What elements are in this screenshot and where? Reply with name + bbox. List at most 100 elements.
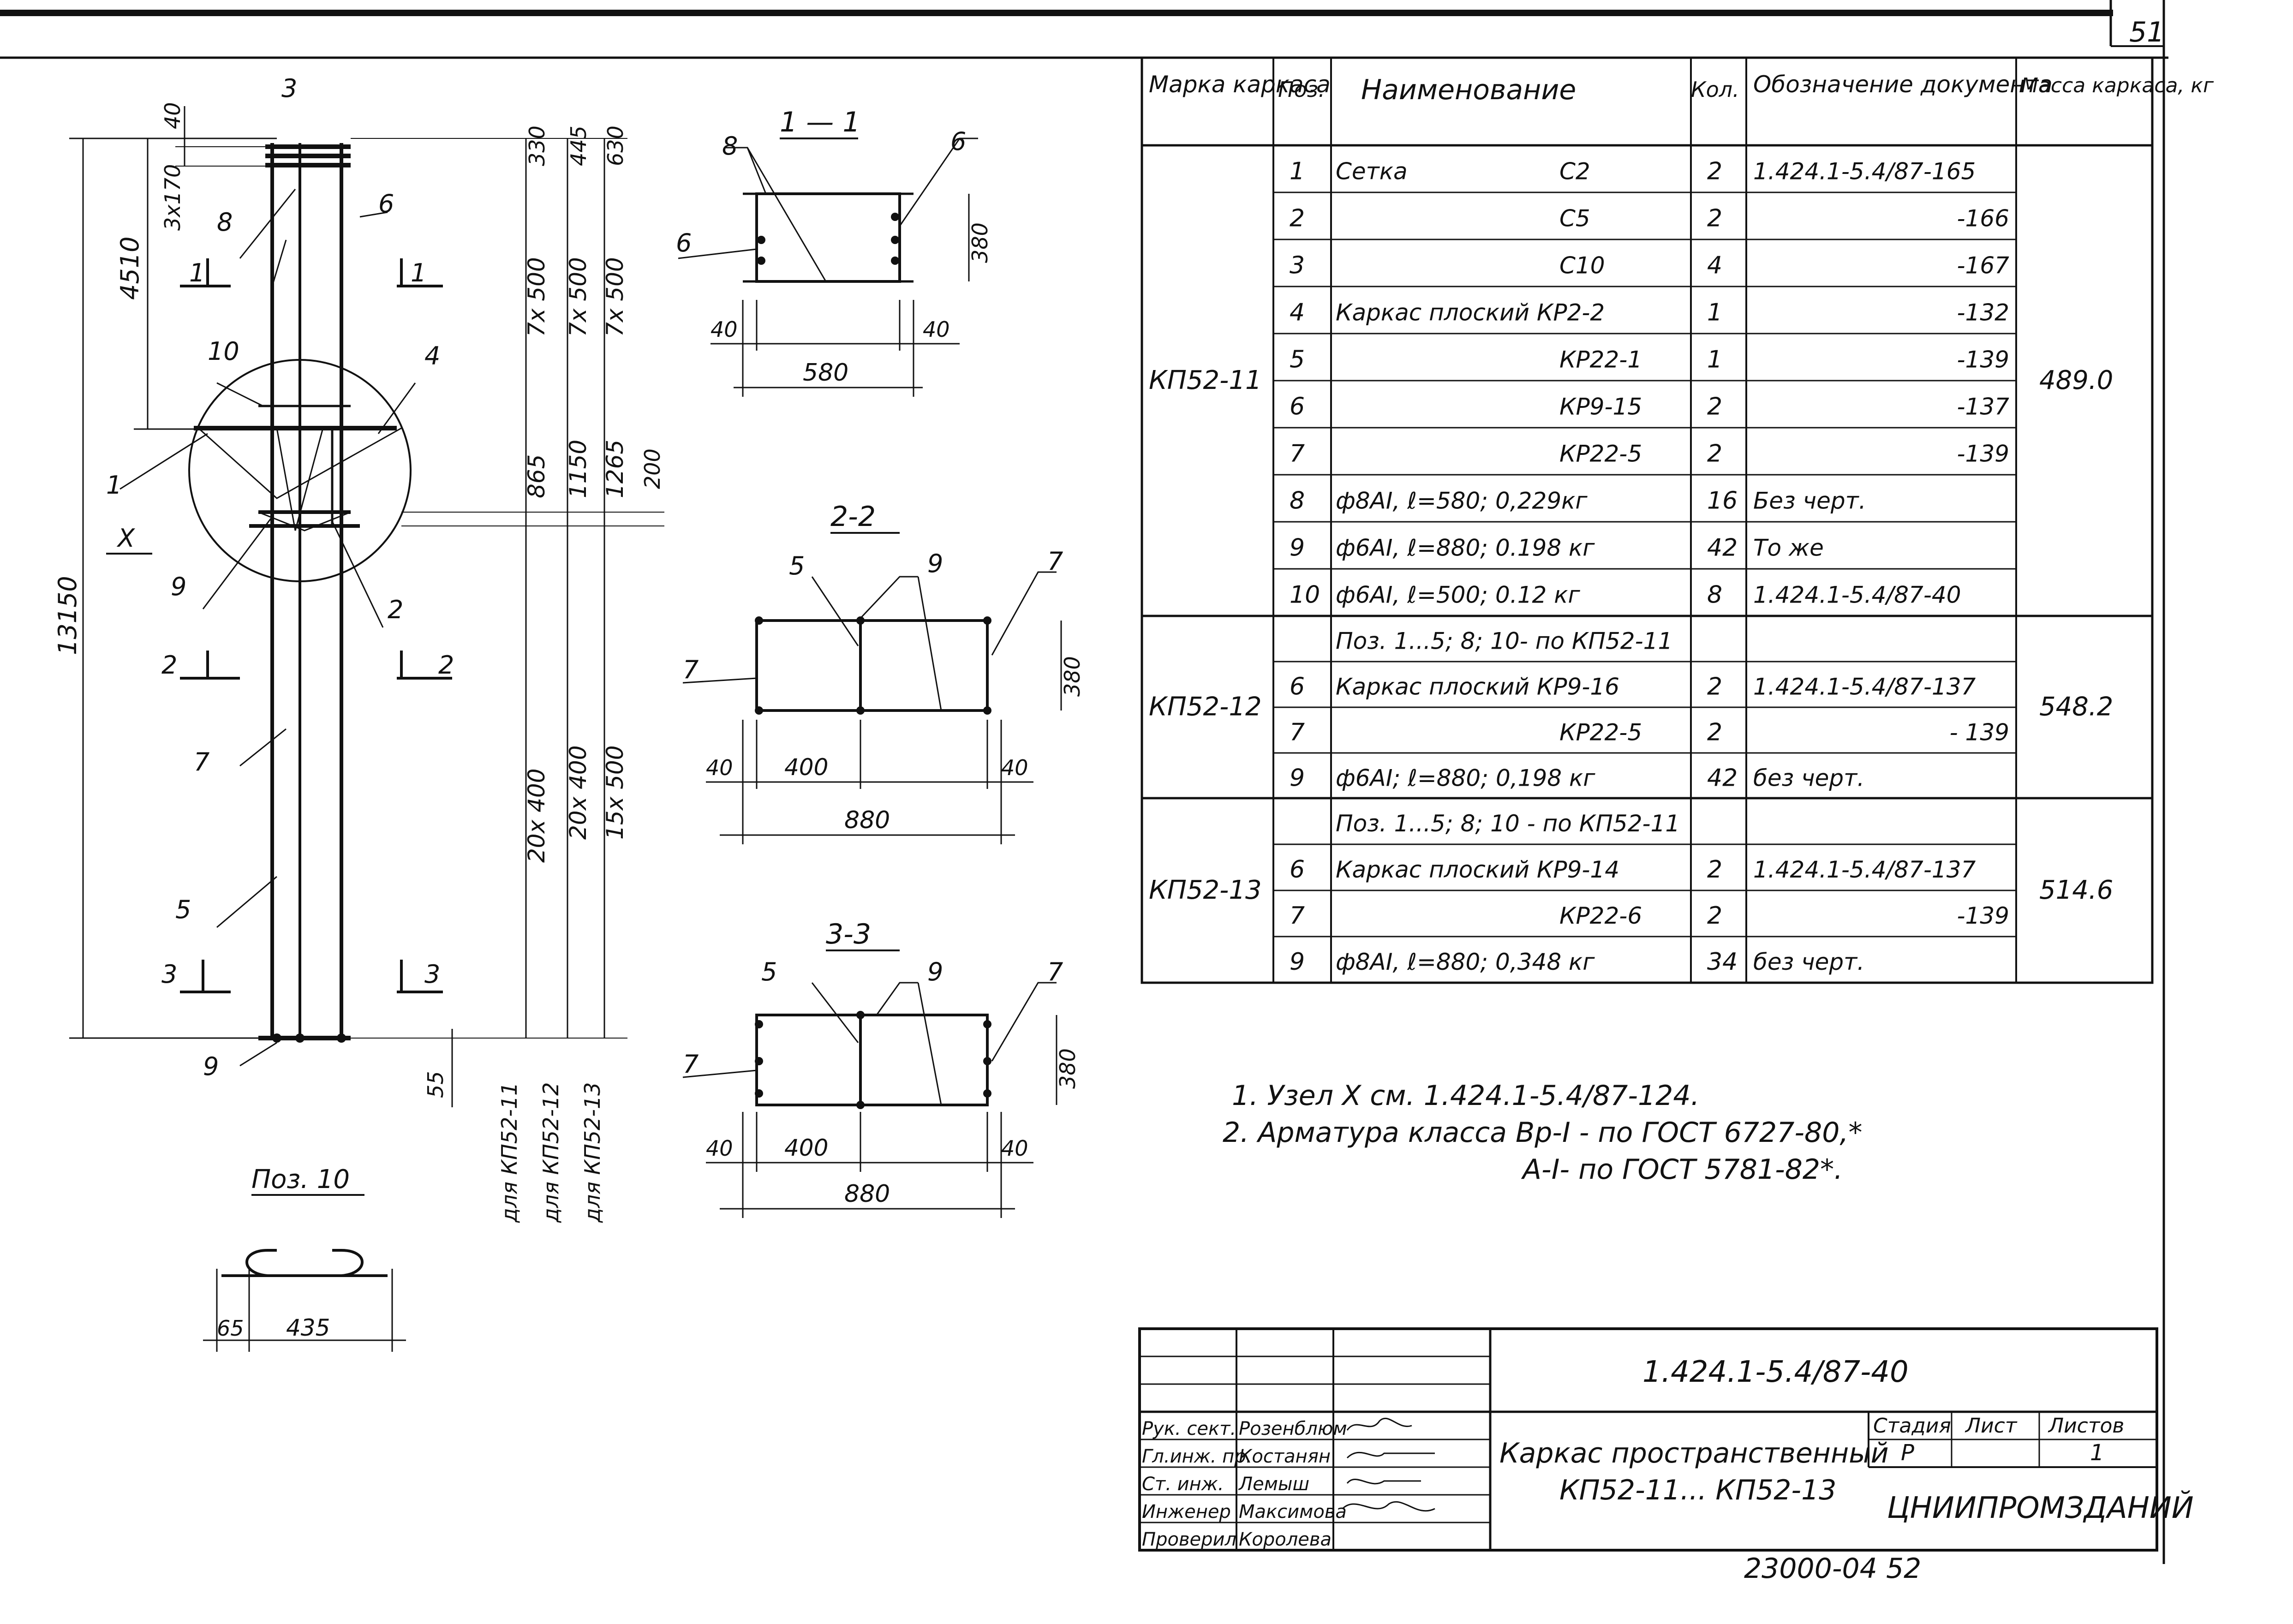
- row-doc: -139: [1957, 902, 2009, 929]
- signature-2: [1346, 1451, 1435, 1459]
- group-mark: КП52-13: [1149, 875, 1262, 905]
- row-doc: 1.424.1-5.4/87-165: [1753, 158, 1976, 185]
- sheets-label: Листов: [2048, 1414, 2124, 1438]
- group-mass: 489.0: [2039, 365, 2113, 395]
- row-name: Поз. 1...5; 8; 10- по КП52-11: [1336, 627, 1672, 654]
- row-name-mark: КР9-15: [1559, 393, 1642, 420]
- note-2b: А-I- по ГОСТ 5781-82*.: [1521, 1153, 1843, 1186]
- section-2-2: 2-2 5 9 7 7 40 400 40 880 380: [682, 501, 1085, 844]
- header-mark: Марка каркаса: [1149, 71, 1331, 98]
- section-2-pos-5: 5: [789, 551, 805, 580]
- pos-label-4: 4: [424, 341, 440, 370]
- column-elevation: 13150 4510 3х170 40 330 7х 500 865 20х 4…: [53, 74, 665, 1223]
- row-doc: -137: [1957, 393, 2010, 420]
- pos-label-9a: 9: [171, 572, 186, 601]
- pos-label-8: 8: [217, 208, 233, 237]
- person-role-1: Рук. сект.: [1142, 1418, 1236, 1439]
- dim-total-height: 13150: [53, 576, 82, 655]
- section-1-dim-380: 380: [967, 222, 992, 263]
- signature-1: [1346, 1417, 1412, 1431]
- poz10-dim-435: 435: [286, 1314, 330, 1341]
- row-qty: 1: [1707, 299, 1722, 326]
- section-3-3: 3-3 5 9 7 7 40 400 40 880 380: [682, 918, 1080, 1218]
- notes: 1. Узел X см. 1.424.1-5.4/87-124. 2. Арм…: [1223, 1080, 1862, 1186]
- section-1-pos-6a: 6: [950, 127, 966, 156]
- row-name: Поз. 1...5; 8; 10 - по КП52-11: [1336, 810, 1680, 837]
- section-3-pos-7a: 7: [1047, 957, 1063, 986]
- row-name: ф8АI, ℓ=880; 0,348 кг: [1336, 949, 1595, 975]
- pos-label-1c: 1: [106, 471, 122, 500]
- dim-200: 200: [640, 448, 665, 489]
- person-role-5: Проверил: [1142, 1529, 1236, 1550]
- row-name: Каркас плоский КР2-2: [1336, 299, 1605, 326]
- section-1-title: 1 — 1: [780, 106, 860, 138]
- row-pos: 7: [1290, 902, 1305, 930]
- group-mass: 548.2: [2039, 692, 2113, 722]
- row-pos: 5: [1290, 346, 1305, 373]
- row-pos: 6: [1290, 673, 1305, 700]
- pos-label-1b: 1: [411, 258, 426, 287]
- header-doc: Обозначение документа: [1753, 71, 2053, 98]
- row-doc: 1.424.1-5.4/87-137: [1753, 856, 1976, 883]
- pos-label-6: 6: [378, 189, 394, 218]
- note-1: 1. Узел X см. 1.424.1-5.4/87-124.: [1232, 1080, 1700, 1112]
- row-pos: 8: [1290, 487, 1305, 514]
- sheet-label: Лист: [1965, 1414, 2018, 1438]
- doc-title-1: Каркас пространственный: [1499, 1437, 1889, 1469]
- section-2-pos-7a: 7: [1047, 547, 1063, 576]
- section-1-dim-40a: 40: [711, 317, 738, 342]
- dim-b-3: 1150: [565, 440, 591, 498]
- section-3-dim-400: 400: [784, 1134, 828, 1161]
- pos-label-5: 5: [175, 895, 191, 924]
- row-doc: -139: [1957, 346, 2009, 373]
- person-role-4: Инженер: [1142, 1501, 1231, 1522]
- row-pos: 7: [1290, 440, 1305, 467]
- note-2: 2. Арматура класса Вр-I - по ГОСТ 6727-8…: [1223, 1116, 1862, 1149]
- row-qty: 2: [1707, 393, 1722, 420]
- label-for-kp52-13: для КП52-13: [580, 1082, 605, 1223]
- org-name: ЦНИИПРОМЗДАНИЙ: [1887, 1490, 2194, 1525]
- section-3-dim-880: 880: [844, 1180, 890, 1208]
- row-name: ф6АI, ℓ=880; 0.198 кг: [1336, 534, 1595, 561]
- section-1-pos-6b: 6: [676, 228, 692, 257]
- section-2-pos-9: 9: [927, 549, 943, 578]
- section-2-title: 2-2: [830, 501, 876, 533]
- label-for-kp52-11: для КП52-11: [497, 1082, 522, 1223]
- row-qty: 2: [1707, 856, 1722, 884]
- doc-code: 1.424.1-5.4/87-40: [1642, 1355, 1909, 1389]
- row-name-mark: С2: [1559, 158, 1590, 185]
- row-pos: 2: [1290, 204, 1305, 232]
- row-qty: 2: [1707, 440, 1722, 467]
- row-name: ф6АI, ℓ=500; 0.12 кг: [1336, 581, 1580, 608]
- header-mass: Масса каркаса, кг: [2021, 74, 2214, 97]
- person-name-2: Костанян: [1239, 1446, 1331, 1467]
- spec-table: Марка каркаса Поз. Наименование Кол. Обо…: [1141, 56, 2214, 984]
- person-name-3: Лемыш: [1238, 1474, 1309, 1495]
- person-role-2: Гл.инж. пр.: [1142, 1446, 1252, 1467]
- group-mark: КП52-12: [1149, 692, 1262, 722]
- header-qty: Кол.: [1691, 77, 1739, 102]
- title-block: 1.424.1-5.4/87-40 Каркас пространственны…: [1138, 1327, 2194, 1552]
- sheets-value: 1: [2090, 1440, 2104, 1466]
- row-doc: -167: [1957, 252, 2010, 279]
- row-name-mark: КР22-1: [1559, 346, 1642, 373]
- row-qty: 42: [1707, 764, 1738, 792]
- section-2-dim-880: 880: [844, 806, 890, 834]
- doc-title-2: КП52-11... КП52-13: [1559, 1474, 1836, 1506]
- section-1-dim-40b: 40: [923, 317, 950, 342]
- row-name: Каркас плоский КР9-14: [1336, 856, 1619, 883]
- pos-label-3a: 3: [161, 960, 177, 989]
- section-3-pos-7b: 7: [683, 1050, 699, 1079]
- row-name: Каркас плоский КР9-16: [1336, 673, 1619, 700]
- row-doc: без черт.: [1753, 764, 1864, 791]
- section-2-dim-40b: 40: [1001, 755, 1028, 780]
- row-pos: 9: [1290, 534, 1305, 561]
- section-2-dim-380: 380: [1060, 656, 1085, 697]
- person-role-3: Ст. инж.: [1142, 1474, 1224, 1495]
- dim-top-spacing: 3х170: [160, 164, 185, 231]
- row-doc: 1.424.1-5.4/87-40: [1753, 581, 1961, 608]
- person-name-5: Королева: [1239, 1529, 1332, 1550]
- pos-label-9b: 9: [203, 1052, 219, 1081]
- row-qty: 42: [1707, 534, 1738, 561]
